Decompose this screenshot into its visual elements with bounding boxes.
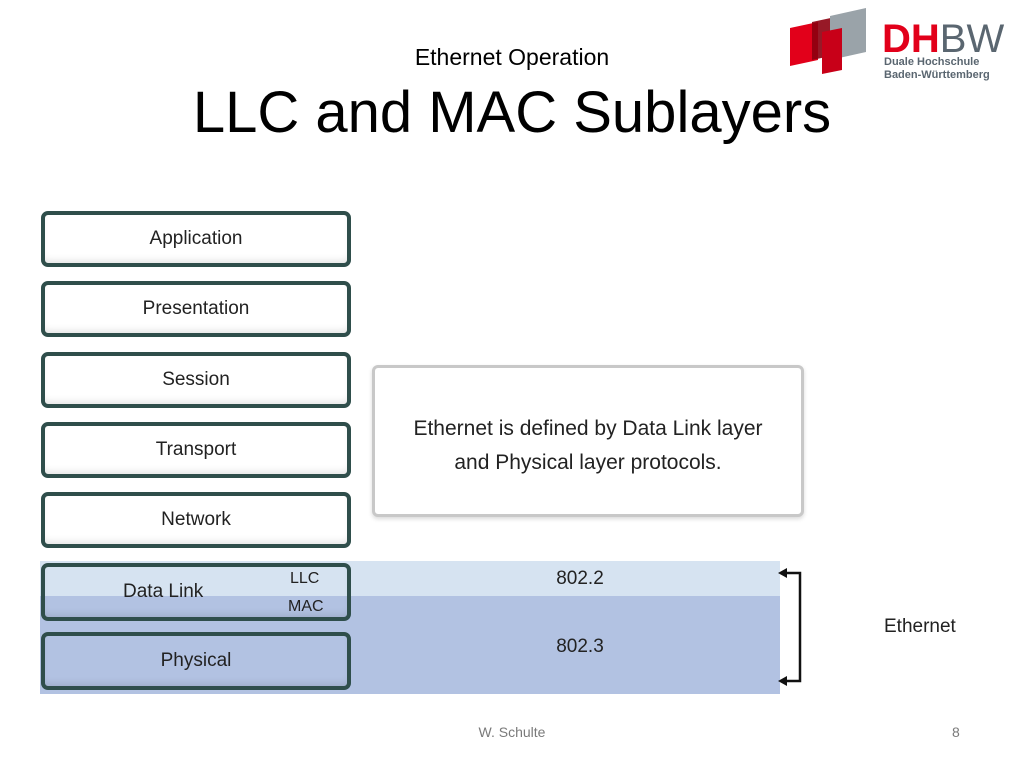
standard-802-2: 802.2	[556, 568, 604, 589]
logo-line-1: Duale Hochschule	[884, 56, 980, 68]
page-number: 8	[952, 724, 960, 740]
info-text-line-1: Ethernet is defined by Data Link layer	[413, 417, 763, 440]
slide-title: LLC and MAC Sublayers	[192, 80, 832, 145]
layer-label: Presentation	[142, 298, 250, 319]
logo-word-dh: DH	[882, 17, 940, 61]
layer-data-link: Data Link	[41, 563, 351, 621]
layer-label: Transport	[155, 439, 237, 460]
layer-label: Application	[149, 228, 243, 249]
logo-line-2: Baden-Württemberg	[884, 69, 990, 81]
mac-band	[40, 596, 780, 694]
info-box: Ethernet is defined by Data Link layer a…	[372, 365, 804, 517]
layer-label: Network	[161, 509, 231, 530]
info-text-line-2: and Physical layer protocols.	[454, 451, 722, 474]
sublayer-llc-label: LLC	[290, 570, 320, 587]
ethernet-label: Ethernet	[884, 616, 956, 637]
layer-label: Physical	[160, 650, 232, 671]
info-text: Ethernet is defined by Data Link layer a…	[375, 412, 801, 480]
layer-application: Application	[41, 211, 351, 267]
footer-author: W. Schulte	[478, 724, 546, 740]
layer-label: Data Link	[123, 581, 204, 602]
slide-subtitle: Ethernet Operation	[414, 44, 610, 70]
sublayer-mac-label: MAC	[288, 598, 324, 615]
dhbw-logo-icon	[790, 8, 866, 74]
logo-wordmark: DHBW	[882, 18, 1004, 60]
logo-word-bw: BW	[939, 17, 1005, 61]
layer-physical: Physical	[41, 632, 351, 690]
layer-transport: Transport	[41, 422, 351, 478]
layer-presentation: Presentation	[41, 281, 351, 337]
layer-label: Session	[162, 369, 230, 390]
standard-802-3: 802.3	[556, 636, 604, 657]
layer-session: Session	[41, 352, 351, 408]
layer-network: Network	[41, 492, 351, 548]
logo-subtitle: Duale Hochschule Baden-Württemberg	[884, 56, 990, 82]
ethernet-bracket-icon	[778, 568, 802, 686]
